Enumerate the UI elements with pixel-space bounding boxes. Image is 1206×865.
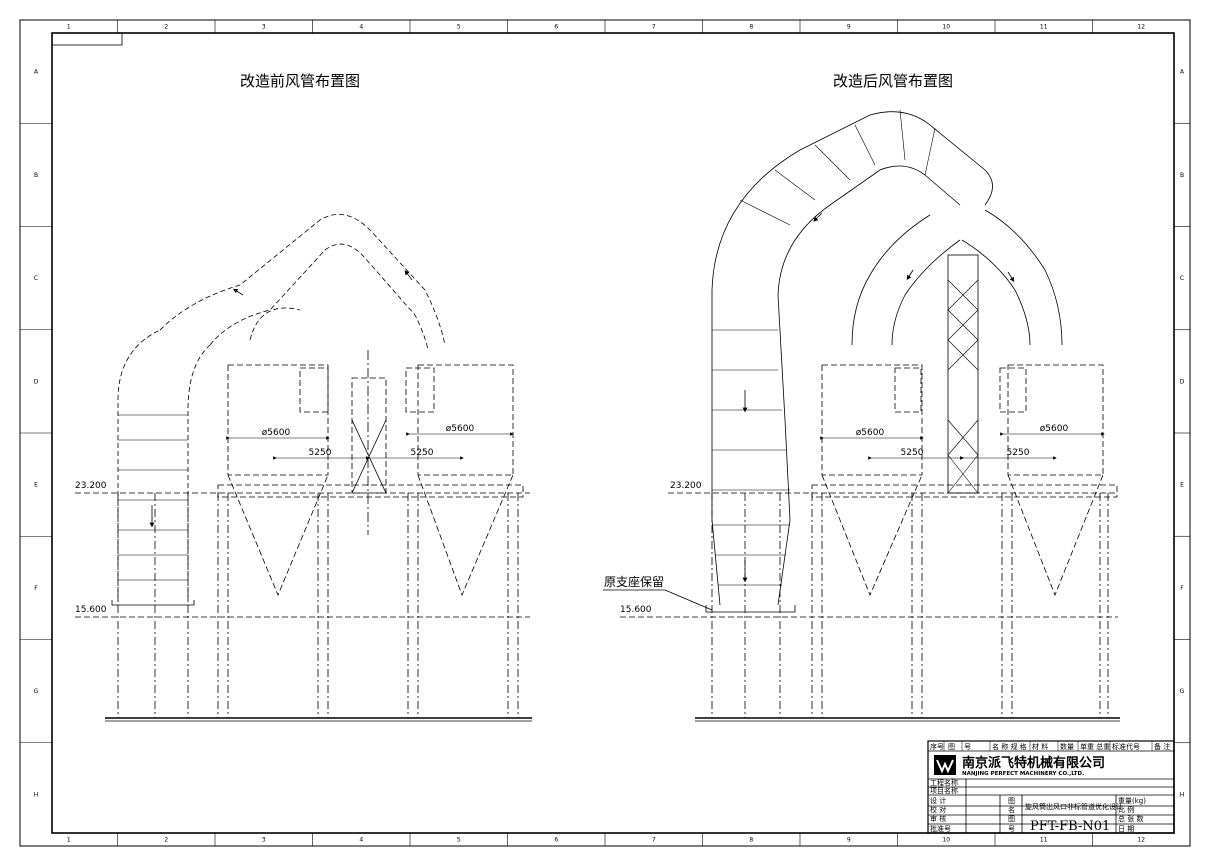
drawing-frame [19,19,1191,847]
svg-text:图: 图 [1008,815,1015,823]
title-after: 改造后风管布置图 [833,72,953,90]
svg-text:批准号: 批准号 [930,824,951,833]
dia-before-right: ø5600 [446,424,475,434]
title-block-mid-labels: 图 名 图 号 [1008,797,1015,833]
spacing-before-left: 5250 [309,448,332,458]
level-top-after: 23.200 [670,481,702,491]
zone-row-label: A [1180,69,1185,76]
zone-row-label: F [34,585,38,592]
zone-row-label: D [1180,378,1185,385]
zone-col-label: 5 [457,24,461,31]
title-block-right-labels: 重量(kg) 比 例 总 张 数 日 期 [1118,797,1146,833]
zone-col-label: 9 [847,837,851,844]
zone-col-label: 11 [1040,24,1048,31]
zone-col-label: 8 [749,24,753,31]
svg-text:数量: 数量 [1060,742,1074,751]
svg-text:备 注: 备 注 [1154,742,1170,751]
zone-row-label: D [34,378,39,385]
zone-col-label: 2 [164,24,168,31]
drawing-name: 旋风筒出风口非标管道优化设计 [1025,802,1123,811]
zone-row-label: C [1180,275,1184,282]
zone-col-label: 12 [1137,837,1145,844]
zone-col-label: 6 [554,24,558,31]
level-top-before: 23.200 [75,481,107,491]
svg-text:总 张 数: 总 张 数 [1118,814,1143,823]
company-name-cn: 南京派飞特机械有限公司 [962,755,1105,771]
zone-col-label: 7 [652,837,656,844]
zone-col-label: 10 [942,837,950,844]
svg-text:序号: 序号 [930,742,944,751]
before-layout [75,213,532,722]
zone-row-label: G [34,688,39,695]
dia-after-left: ø5600 [856,428,885,438]
zone-col-label: 3 [262,837,266,844]
zone-col-label: 5 [457,837,461,844]
zone-row-label: E [1180,482,1184,489]
company-name-en: NANJING PERFECT MACHINERY CO.,LTD. [962,771,1084,777]
zone-row-label: G [1180,688,1185,695]
zone-row-label: F [1180,585,1184,592]
zone-col-label: 1 [67,837,71,844]
svg-text:比 例: 比 例 [1118,805,1134,814]
zone-col-label: 7 [652,24,656,31]
level-bottom-before: 15.600 [75,605,107,615]
zone-col-label: 10 [942,24,950,31]
svg-text:工程名称: 工程名称 [930,778,958,787]
zone-row-label: E [34,482,38,489]
svg-text:名 称 规 格: 名 称 规 格 [992,742,1027,751]
dia-after-right: ø5600 [1040,424,1069,434]
zone-col-label: 8 [749,837,753,844]
zone-col-label: 9 [847,24,851,31]
svg-text:标准代号: 标准代号 [1112,742,1140,751]
svg-text:日 期: 日 期 [1118,825,1134,833]
svg-text:重量(kg): 重量(kg) [1118,797,1146,805]
spacing-after-right: 5250 [1007,448,1030,458]
after-layout [603,109,1120,722]
svg-text:号: 号 [1008,825,1015,833]
zone-row-label: B [34,172,38,179]
svg-text:名: 名 [1008,805,1015,814]
drawing-number: PFT-FB-N01 [1030,819,1110,834]
title-block [927,740,1175,834]
svg-text:审 核: 审 核 [930,814,946,823]
zone-col-label: 2 [164,837,168,844]
svg-text:单重 总重: 单重 总重 [1080,742,1110,751]
zone-col-label: 4 [359,24,363,31]
zone-col-label: 4 [359,837,363,844]
svg-text:材 料: 材 料 [1032,742,1048,751]
title-block-header: 序号 图 号 名 称 规 格 材 料 数量 单重 总重 标准代号 备 注 [930,742,1170,751]
title-block-row-labels: 工程名称 项目名称 设 计 校 对 审 核 批准号 [930,778,958,833]
svg-text:设 计: 设 计 [930,796,946,805]
dia-before-left: ø5600 [262,428,291,438]
zone-row-label: H [34,791,39,798]
svg-text:项目名称: 项目名称 [930,786,958,795]
title-before: 改造前风管布置图 [240,72,360,90]
spacing-after-left: 5250 [901,448,924,458]
zone-col-label: 12 [1137,24,1145,31]
support-annotation: 原支座保留 [604,574,664,589]
zone-col-label: 3 [262,24,266,31]
svg-text:图: 图 [1008,797,1015,805]
zone-col-label: 6 [554,837,558,844]
zone-col-label: 1 [67,24,71,31]
svg-text:图: 图 [948,743,955,751]
zone-col-label: 11 [1040,837,1048,844]
zone-row-label: C [34,275,38,282]
spacing-before-right: 5250 [411,448,434,458]
level-bottom-after: 15.600 [620,605,652,615]
svg-text:校 对: 校 对 [930,805,946,814]
zone-row-label: H [1180,791,1185,798]
svg-text:号: 号 [964,743,971,751]
zone-row-label: B [1180,172,1184,179]
zone-row-label: A [34,69,39,76]
